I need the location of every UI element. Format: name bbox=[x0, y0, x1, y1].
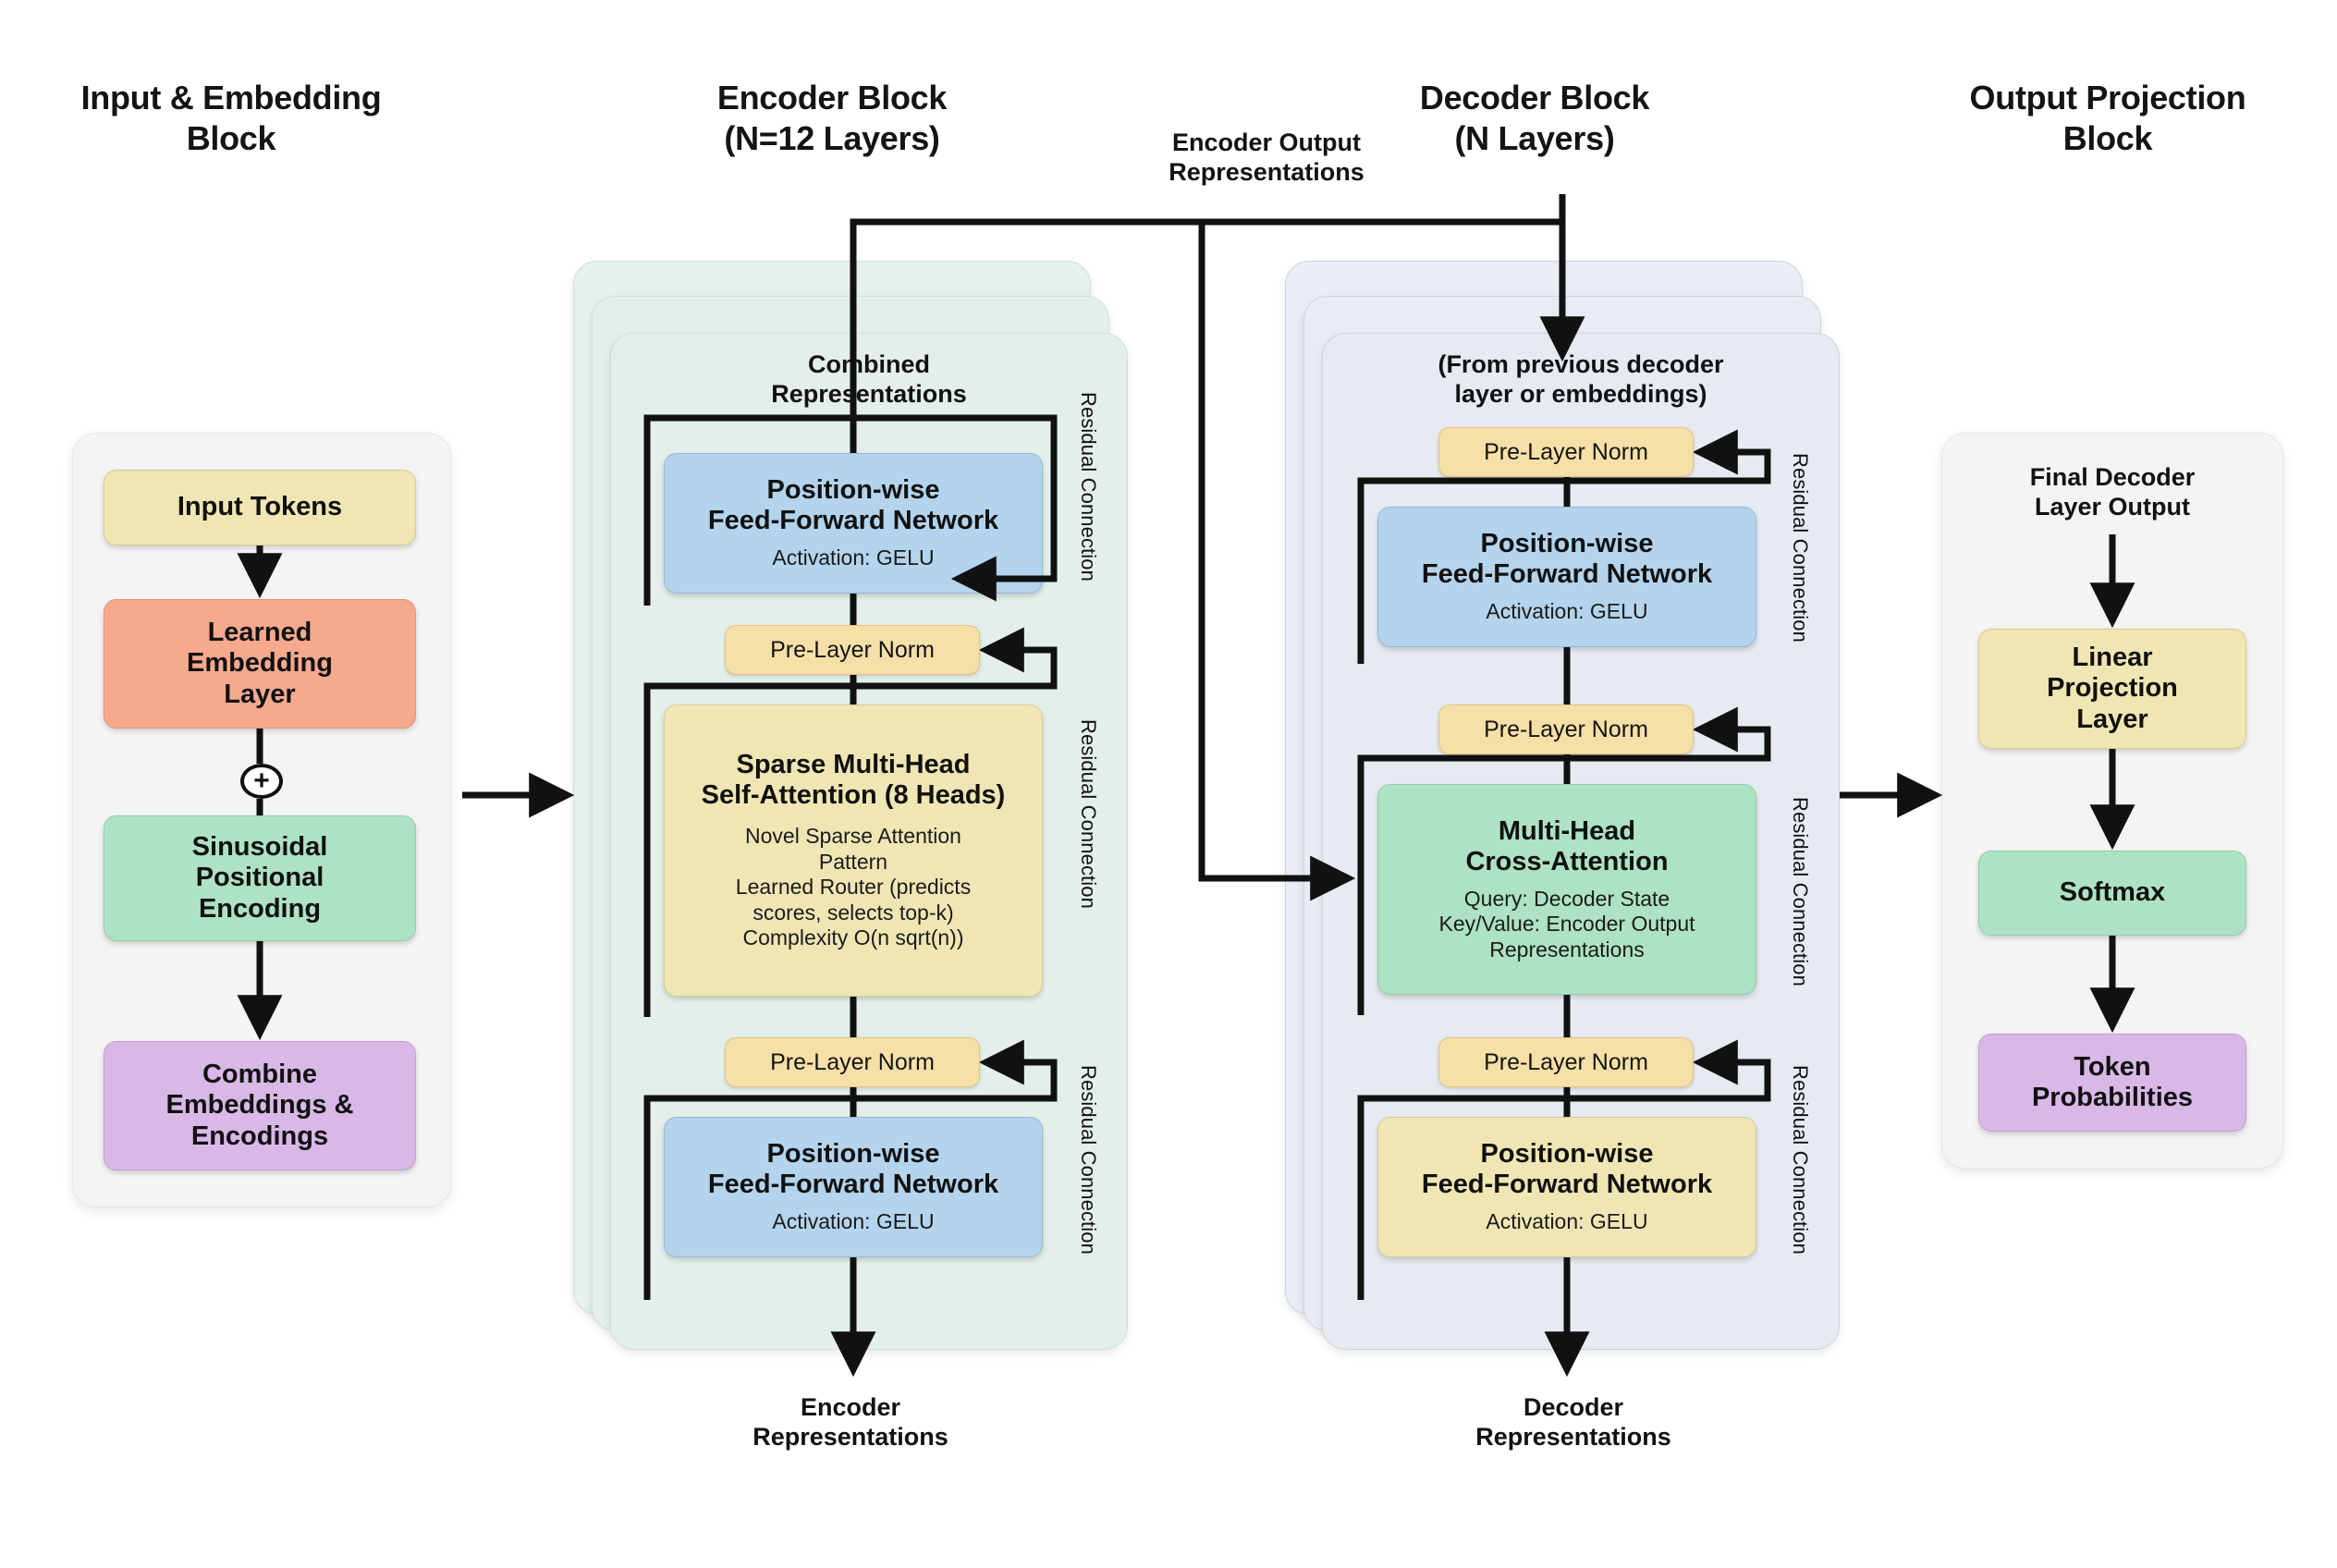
node-linear-projection-layer-label: Linear Projection Layer bbox=[2047, 643, 2178, 734]
decoder-ffn-bottom[interactable]: Position-wise Feed-Forward Network Activ… bbox=[1377, 1117, 1756, 1257]
node-linear-projection-layer[interactable]: Linear Projection Layer bbox=[1978, 629, 2246, 749]
node-token-probabilities-label: Token Probabilities bbox=[2031, 1051, 2194, 1112]
decoder-residual-label-2: Residual Connection bbox=[1789, 797, 1812, 986]
title-decoder-block: Decoder Block (N Layers) bbox=[1419, 79, 1650, 157]
encoder-entry-label: Combined Representations bbox=[771, 350, 967, 409]
node-learned-embedding-layer-label: Learned Embedding Layer bbox=[187, 618, 333, 709]
encoder-ffn-top-title: Position-wise Feed-Forward Network bbox=[707, 475, 999, 536]
encoder-ffn-top[interactable]: Position-wise Feed-Forward Network Activ… bbox=[664, 453, 1043, 594]
encoder-ffn-bottom-subtitle: Activation: GELU bbox=[772, 1209, 935, 1234]
node-input-tokens-label: Input Tokens bbox=[177, 492, 343, 522]
encoder-ffn-bottom[interactable]: Position-wise Feed-Forward Network Activ… bbox=[664, 1117, 1043, 1257]
encoder-ffn-top-subtitle: Activation: GELU bbox=[772, 545, 935, 570]
node-sinusoidal-positional-encoding-label: Sinusoidal Positional Encoding bbox=[191, 832, 328, 924]
plus-operator-icon: + bbox=[240, 764, 283, 799]
decoder-cross-attention[interactable]: Multi-Head Cross-Attention Query: Decode… bbox=[1377, 784, 1756, 995]
decoder-ffn-top[interactable]: Position-wise Feed-Forward Network Activ… bbox=[1377, 507, 1756, 647]
decoder-cross-attention-subtitle: Query: Decoder State Key/Value: Encoder … bbox=[1438, 886, 1695, 962]
decoder-ffn-bottom-title: Position-wise Feed-Forward Network bbox=[1421, 1139, 1713, 1200]
encoder-output-label: Encoder Representations bbox=[752, 1393, 948, 1452]
title-encoder-block: Encoder Block (N=12 Layers) bbox=[716, 79, 948, 157]
encoder-output-representations-label: Encoder Output Representations bbox=[1168, 129, 1364, 187]
node-sinusoidal-positional-encoding[interactable]: Sinusoidal Positional Encoding bbox=[104, 815, 416, 941]
encoder-sparse-self-attention-title: Sparse Multi-Head Self-Attention (8 Head… bbox=[701, 749, 1006, 811]
decoder-ffn-bottom-subtitle: Activation: GELU bbox=[1486, 1209, 1648, 1234]
decoder-output-label: Decoder Representations bbox=[1475, 1393, 1671, 1452]
encoder-pre-layer-norm-1[interactable]: Pre-Layer Norm bbox=[725, 625, 980, 675]
encoder-residual-label-2: Residual Connection bbox=[1077, 719, 1100, 909]
title-output-projection-block: Output Projection Block bbox=[1969, 79, 2246, 157]
decoder-ffn-top-subtitle: Activation: GELU bbox=[1486, 599, 1648, 624]
decoder-cross-attention-title: Multi-Head Cross-Attention bbox=[1465, 815, 1669, 876]
encoder-sparse-self-attention[interactable]: Sparse Multi-Head Self-Attention (8 Head… bbox=[664, 704, 1043, 997]
node-input-tokens[interactable]: Input Tokens bbox=[104, 470, 416, 545]
node-learned-embedding-layer[interactable]: Learned Embedding Layer bbox=[104, 599, 416, 729]
encoder-residual-label-1: Residual Connection bbox=[1077, 392, 1100, 582]
output-entry-label: Final Decoder Layer Output bbox=[2029, 463, 2196, 521]
encoder-residual-label-3: Residual Connection bbox=[1077, 1065, 1100, 1255]
encoder-pre-layer-norm-2[interactable]: Pre-Layer Norm bbox=[725, 1037, 980, 1087]
node-combine-embeddings-encodings-label: Combine Embeddings & Encodings bbox=[165, 1060, 354, 1151]
decoder-pre-layer-norm-1[interactable]: Pre-Layer Norm bbox=[1438, 427, 1694, 477]
decoder-entry-label: (From previous decoder layer or embeddin… bbox=[1438, 350, 1724, 409]
decoder-pre-layer-norm-3[interactable]: Pre-Layer Norm bbox=[1438, 1037, 1694, 1087]
node-softmax-label: Softmax bbox=[2059, 877, 2166, 908]
node-combine-embeddings-encodings[interactable]: Combine Embeddings & Encodings bbox=[104, 1041, 416, 1170]
decoder-pre-layer-norm-2[interactable]: Pre-Layer Norm bbox=[1438, 704, 1694, 754]
node-softmax[interactable]: Softmax bbox=[1978, 851, 2246, 936]
node-token-probabilities[interactable]: Token Probabilities bbox=[1978, 1034, 2246, 1132]
decoder-residual-label-1: Residual Connection bbox=[1789, 453, 1812, 643]
encoder-ffn-bottom-title: Position-wise Feed-Forward Network bbox=[707, 1139, 999, 1200]
decoder-residual-label-3: Residual Connection bbox=[1789, 1065, 1812, 1255]
decoder-ffn-top-title: Position-wise Feed-Forward Network bbox=[1421, 529, 1713, 590]
encoder-sparse-self-attention-subtitle: Novel Sparse Attention Pattern Learned R… bbox=[735, 824, 972, 950]
title-input-embedding-block: Input & Embedding Block bbox=[80, 79, 382, 157]
